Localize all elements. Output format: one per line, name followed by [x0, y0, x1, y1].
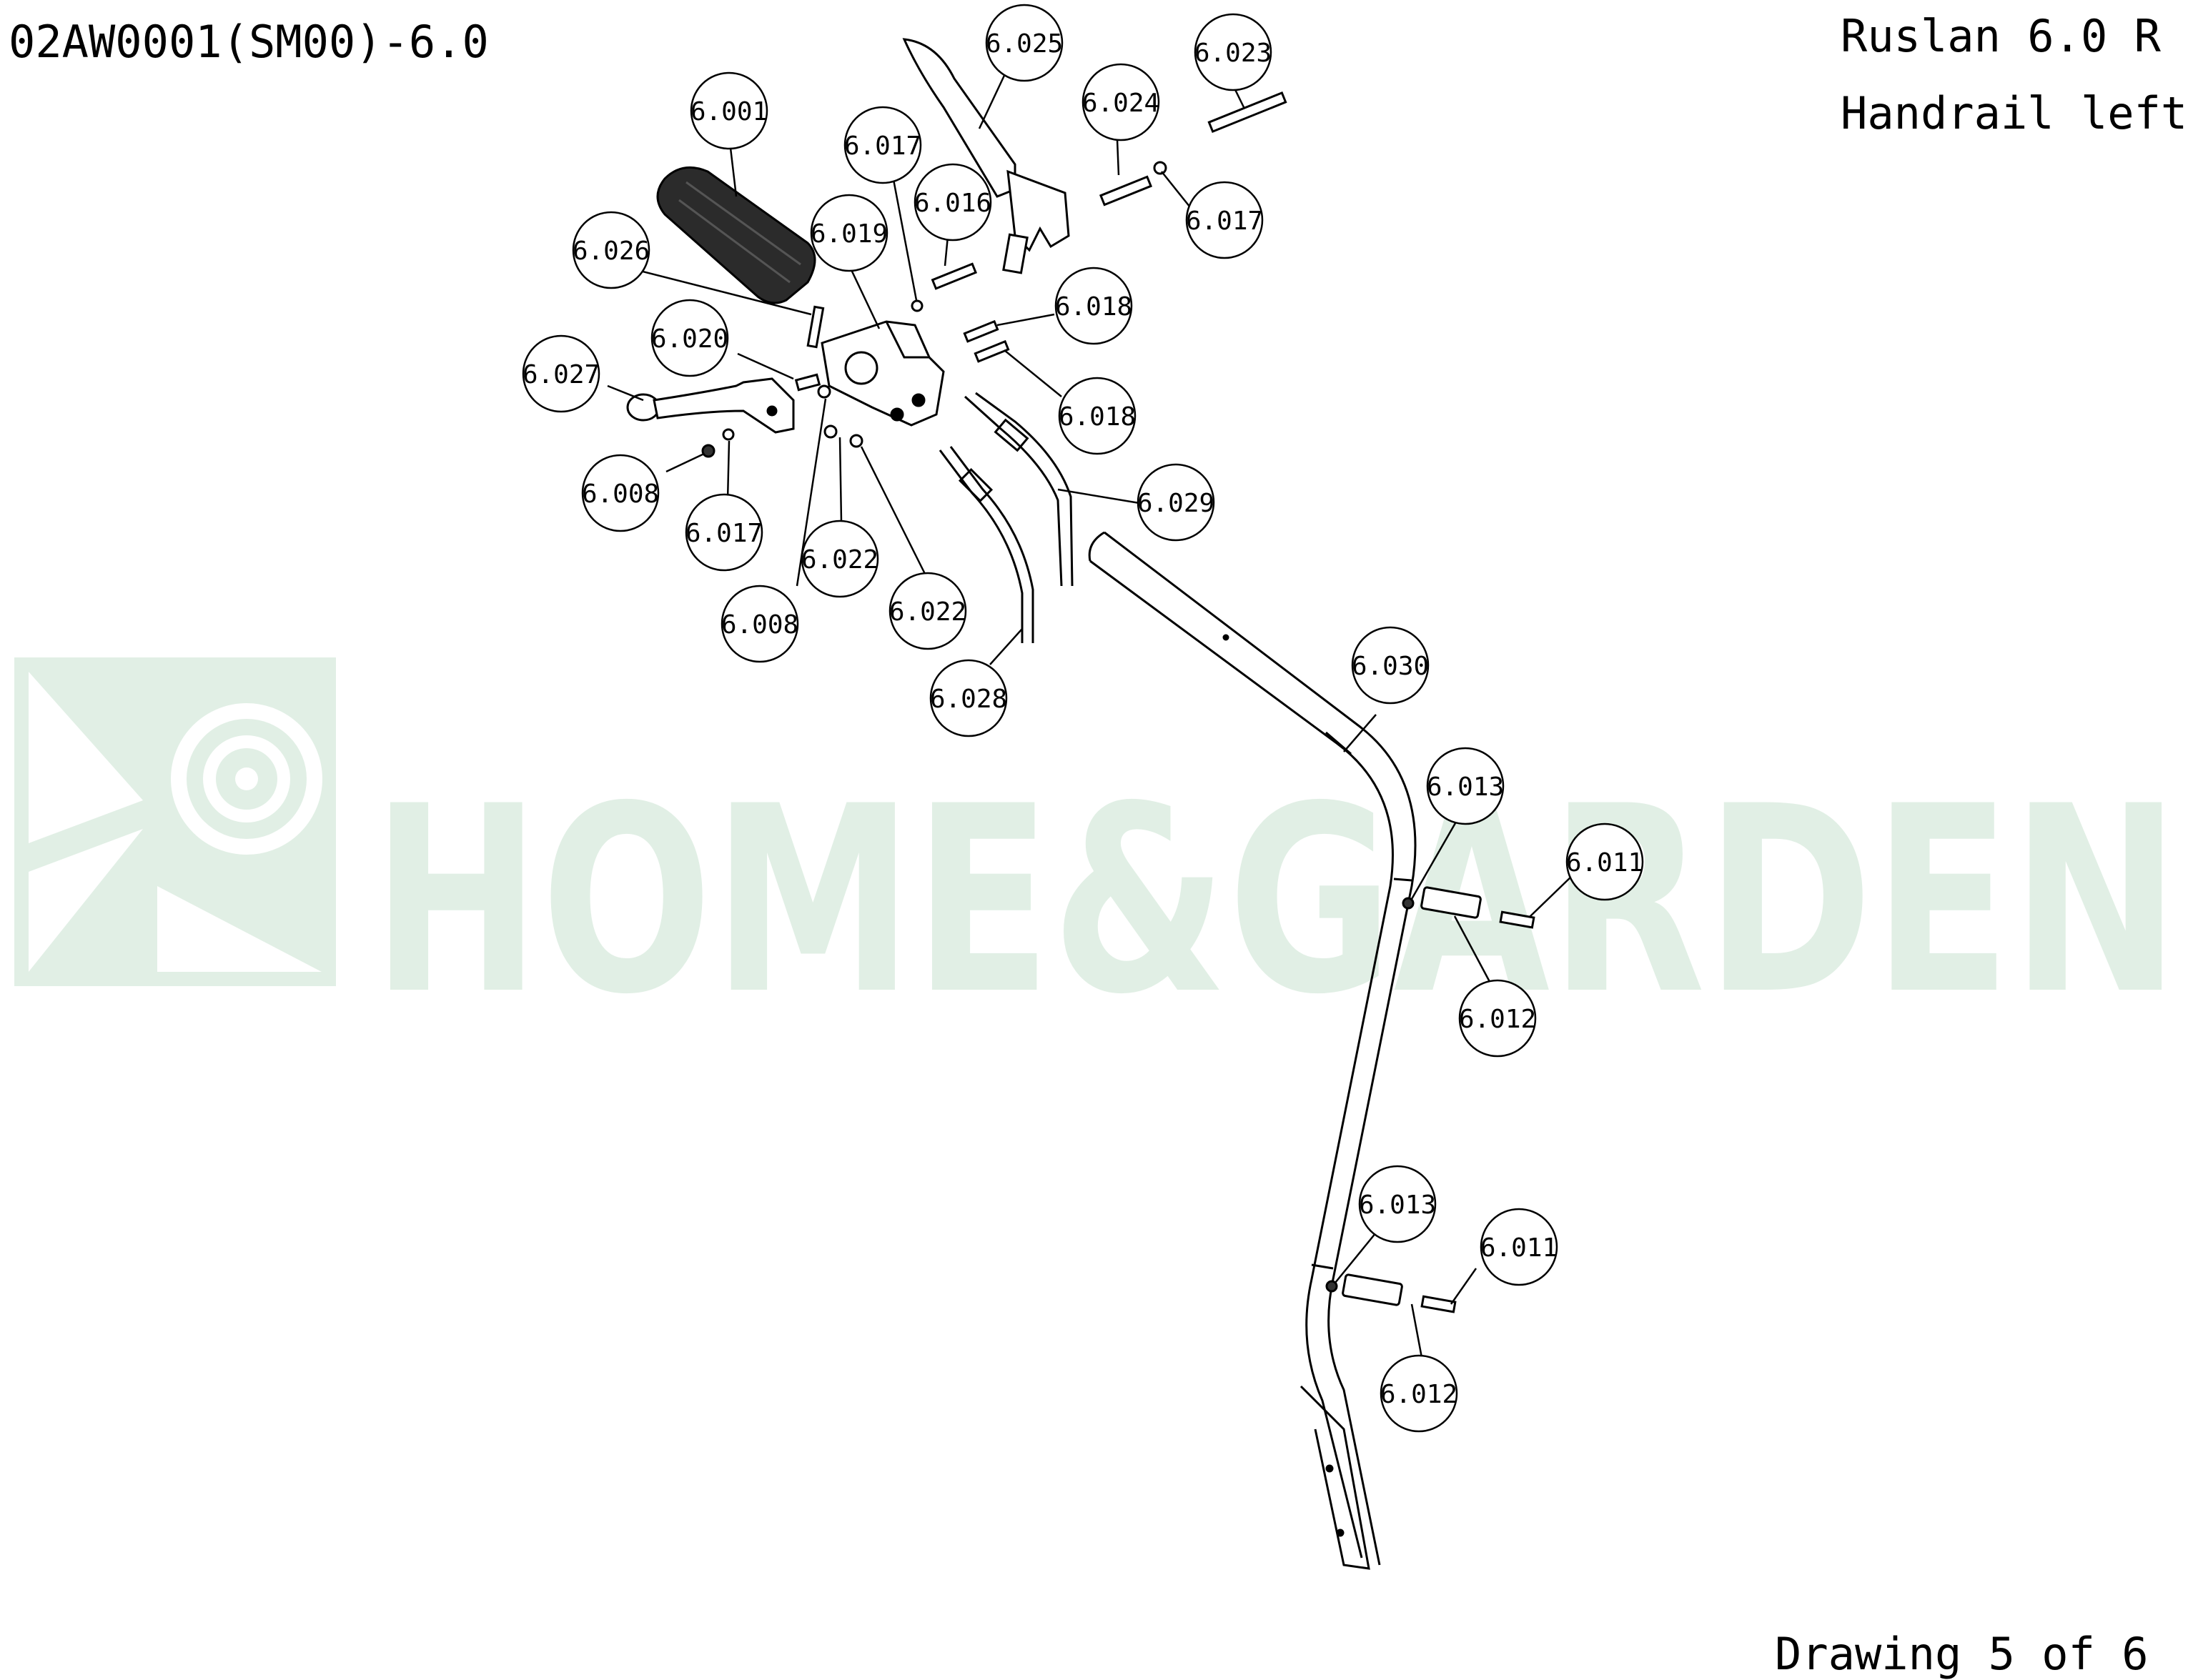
- svg-text:6.008: 6.008: [721, 610, 798, 640]
- callout-6.017: 6.017: [685, 493, 763, 572]
- svg-text:6.012: 6.012: [1380, 1380, 1457, 1409]
- callout-6.019: 6.019: [810, 194, 888, 272]
- clutch-lever: [626, 377, 795, 434]
- callout-6.024: 6.024: [1081, 63, 1160, 141]
- svg-text:6.018: 6.018: [1059, 402, 1136, 432]
- svg-text:6.025: 6.025: [986, 29, 1063, 59]
- callout-6.013: 6.013: [1358, 1165, 1437, 1243]
- svg-text:6.011: 6.011: [1566, 848, 1643, 878]
- svg-text:6.013: 6.013: [1427, 772, 1504, 802]
- callout-6.012: 6.012: [1380, 1354, 1458, 1433]
- assembly-name: Handrail left: [1841, 87, 2188, 139]
- callout-6.011: 6.011: [1480, 1208, 1558, 1286]
- svg-text:6.022: 6.022: [801, 545, 878, 575]
- svg-text:6.023: 6.023: [1194, 39, 1272, 68]
- watermark-emblem-icon: [14, 657, 336, 986]
- svg-text:6.013: 6.013: [1359, 1191, 1436, 1220]
- svg-text:6.029: 6.029: [1137, 489, 1214, 518]
- callout-6.022: 6.022: [888, 572, 967, 650]
- callout-6.018: 6.018: [1058, 377, 1137, 455]
- svg-text:6.011: 6.011: [1480, 1233, 1558, 1263]
- svg-text:6.022: 6.022: [889, 597, 966, 627]
- callout-6.022: 6.022: [801, 520, 879, 598]
- callout-6.008: 6.008: [721, 585, 799, 663]
- svg-text:6.012: 6.012: [1459, 1005, 1536, 1034]
- svg-text:6.026: 6.026: [573, 237, 650, 266]
- model-name: Ruslan 6.0 R: [1841, 10, 2161, 62]
- svg-text:6.030: 6.030: [1352, 652, 1429, 681]
- handrail-tube: [1088, 531, 1417, 1570]
- home-garden-watermark: HOME&GARDEN: [14, 657, 2180, 1050]
- callout-6.027: 6.027: [522, 334, 600, 413]
- svg-text:6.017: 6.017: [844, 131, 921, 161]
- callouts: 6.001 6.025 6.024 6.023 6.017 6.017 6.01…: [522, 4, 1644, 1433]
- callout-6.017: 6.017: [1185, 181, 1264, 259]
- callout-6.020: 6.020: [650, 299, 729, 377]
- svg-text:6.027: 6.027: [523, 360, 600, 389]
- callout-6.018: 6.018: [1054, 267, 1133, 345]
- watermark-text: HOME&GARDEN: [372, 751, 2180, 1050]
- callout-6.030: 6.030: [1351, 626, 1430, 705]
- svg-text:6.017: 6.017: [685, 519, 763, 548]
- svg-text:6.008: 6.008: [582, 479, 659, 509]
- svg-text:6.019: 6.019: [811, 219, 888, 249]
- svg-text:6.018: 6.018: [1055, 292, 1132, 322]
- callout-6.011: 6.011: [1565, 822, 1644, 901]
- drawing-code: 02AW0001(SM00)-6.0: [9, 16, 489, 68]
- callout-6.013: 6.013: [1426, 747, 1505, 825]
- brake-lever-body: [821, 320, 945, 427]
- callout-6.026: 6.026: [572, 211, 650, 289]
- svg-text:6.020: 6.020: [651, 324, 728, 354]
- svg-text:6.016: 6.016: [914, 189, 991, 218]
- callout-6.017: 6.017: [843, 106, 922, 184]
- callout-6.008: 6.008: [581, 454, 660, 532]
- callout-6.028: 6.028: [929, 659, 1008, 737]
- svg-text:6.024: 6.024: [1082, 89, 1159, 118]
- svg-text:6.028: 6.028: [930, 685, 1007, 714]
- callout-6.023: 6.023: [1194, 13, 1272, 91]
- hand-grip: [656, 166, 816, 304]
- callout-6.029: 6.029: [1137, 463, 1215, 542]
- callout-6.025: 6.025: [985, 4, 1064, 82]
- upper-lever: [902, 38, 1070, 274]
- svg-text:6.001: 6.001: [690, 97, 768, 126]
- svg-text:6.017: 6.017: [1186, 207, 1263, 236]
- callout-6.016: 6.016: [914, 163, 992, 242]
- callout-6.001: 6.001: [690, 71, 768, 150]
- callout-6.012: 6.012: [1458, 979, 1537, 1058]
- fasteners: [701, 91, 1535, 1313]
